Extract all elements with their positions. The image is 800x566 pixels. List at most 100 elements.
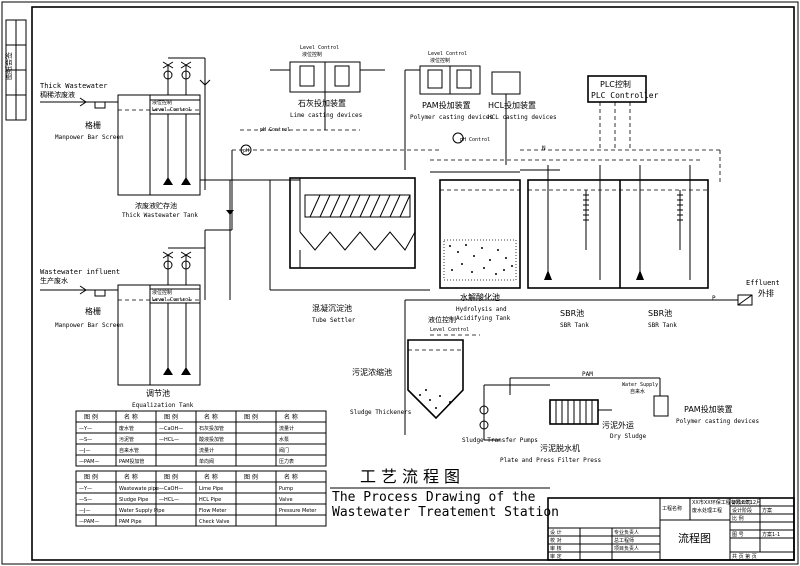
legend-cell: 废水管 — [119, 425, 134, 432]
screen-1: 格栅 Manpower Bar Screen — [55, 120, 124, 141]
screen2-cn: 格栅 — [85, 306, 101, 316]
filter-press: 污泥脱水机 Plate and Press Filter Press — [500, 399, 612, 464]
side-label: 图纸会签 — [4, 52, 13, 80]
legend-header: 名 称 — [204, 473, 218, 481]
eq-tank-cn: 调节池 — [146, 388, 170, 398]
svg-text:校 对: 校 对 — [550, 537, 562, 544]
legend-cell: Flow Meter — [199, 508, 227, 514]
tube-settler: 混凝沉淀池 Tube Settler — [269, 177, 430, 324]
drawing-title: 工艺流程图 The Process Drawing of the Wastewa… — [330, 467, 559, 520]
svg-text:设 计: 设 计 — [550, 529, 562, 536]
legend1-text: 图 例名 称图 例名 称图 例名 称—Y—废水管—CaOH—石灰投加管流量计—S… — [79, 413, 298, 465]
pam1-level: Level Control — [428, 51, 467, 57]
legend-cell: 自来水管 — [119, 447, 139, 454]
legend-cell: Pump — [279, 486, 293, 492]
legend-cell: 单向阀 — [199, 458, 214, 465]
svg-text:pH: pH — [243, 148, 249, 154]
legend-cell: PAM投加管 — [119, 458, 144, 465]
legend-cell: —Y— — [79, 426, 92, 432]
pam1-cn: PAM投加装置 — [422, 100, 471, 110]
hcl-cn: HCL投加装置 — [488, 100, 536, 110]
svg-text:液位控制: 液位控制 — [152, 99, 172, 106]
inner-frame — [31, 6, 795, 561]
legend-cell: 流量计 — [199, 447, 214, 454]
lime-dosing: Level Control 液位控制 石灰投加装置 Lime casting d… — [270, 45, 385, 130]
ph-control-1: pH Control — [260, 127, 290, 133]
legend-header: 图 例 — [84, 413, 98, 421]
legend-cell: —S— — [79, 437, 92, 443]
sludge-out-en: Dry Sludge — [610, 433, 647, 440]
n-marker: N — [542, 145, 546, 152]
legend-cell: Pressure Meter — [279, 508, 317, 514]
pam-dosing-1: Level Control 液位控制 PAM投加装置 Polymer casti… — [404, 51, 493, 170]
company2: 废水处理工程 — [692, 507, 722, 514]
legend-cell: 压力表 — [279, 458, 294, 465]
number-value: 方案1-1 — [762, 531, 780, 538]
design-value: 方案 — [762, 507, 772, 514]
svg-text:总工程师: 总工程师 — [614, 537, 634, 544]
legend-header: 名 称 — [204, 413, 218, 421]
svg-text:液位控制: 液位控制 — [302, 51, 322, 58]
legend-header: 图 例 — [84, 473, 98, 481]
legend-cell: 水泵 — [279, 436, 289, 443]
legend-header: 图 例 — [244, 473, 258, 481]
hydro-en2: Acidifying Tank — [456, 315, 511, 322]
svg-text:液位控制: 液位控制 — [152, 289, 172, 296]
legend-header: 图 例 — [164, 413, 178, 421]
sludge-thickener: 液位控制 Level Control 污泥浓缩池 Sludge Thickene… — [350, 315, 480, 420]
legend-cell: —J— — [79, 448, 90, 454]
water-supply-en: Water Supply — [622, 382, 658, 388]
hydro-en1: Hydrolysis and — [456, 306, 507, 313]
pam-dosing-2: Water Supply 自来水 PAM投加装置 Polymer casting… — [622, 378, 759, 425]
svg-text:审 定: 审 定 — [550, 553, 562, 560]
title-block: 工程名称 XX市XX环保工程有限公司 废水处理工程 流程图 2018年12月 设… — [547, 497, 795, 561]
title-cn: 工艺流程图 — [360, 467, 465, 486]
lime-en: Lime casting devices — [290, 112, 363, 119]
dry-sludge: 污泥外运 Dry Sludge — [602, 420, 647, 440]
screen-2: 格栅 Manpower Bar Screen — [55, 306, 124, 329]
sludge-transfer-pumps: Sludge Transfer Pumps — [462, 384, 550, 444]
thick-level-en: Level Control — [430, 327, 469, 333]
legend-table-cn — [75, 410, 327, 467]
screen2-en: Manpower Bar Screen — [55, 322, 124, 329]
screen1-cn: 格栅 — [85, 120, 101, 130]
project-label: 工程名称 — [662, 505, 682, 512]
legend-cell: 污泥管 — [119, 436, 134, 443]
thick-tank-en: Thick Wastewater Tank — [122, 212, 198, 219]
date-label: 2018年12月 — [732, 499, 761, 506]
screen1-en: Manpower Bar Screen — [55, 134, 124, 141]
legend-cell: 石灰投加管 — [199, 425, 224, 432]
thick-level-cn: 液位控制 — [428, 315, 456, 324]
legend-header: 名 称 — [284, 473, 298, 481]
legend-cell: HCL Pipe — [199, 497, 221, 503]
company1: XX市XX环保工程有限公司 — [692, 499, 751, 506]
legend-cell: Lime Pipe — [199, 486, 223, 492]
legend2-text: 图 例名 称图 例名 称图 例名 称—Y—Wastewate pipe—CaOH… — [79, 473, 317, 525]
thick-ww-en: Thick Wastewater — [40, 82, 107, 90]
legend-cell: Check Valve — [199, 519, 230, 525]
legend-cell: —Y— — [79, 486, 92, 492]
eq-tank-pump-valves — [162, 229, 232, 300]
legend-cell: —CaOH— — [159, 486, 183, 492]
level-control-1: Level Control — [152, 107, 191, 113]
svg-text:审 核: 审 核 — [550, 545, 562, 552]
ph-control-2: pH Control — [460, 137, 490, 143]
side-strip: 图纸会签 — [4, 19, 27, 121]
legend-cell: —PAM— — [79, 459, 99, 465]
pam2-cn: PAM投加装置 — [684, 404, 733, 414]
legend-cell: 酸液投加管 — [199, 436, 224, 443]
pam2-en: Polymer casting devices — [676, 418, 759, 425]
legend-cell: Water Supply Pipe — [119, 508, 165, 514]
svg-text:项目负责人: 项目负责人 — [614, 545, 639, 552]
effluent-en: Effluent — [746, 279, 780, 287]
legend-header: 名 称 — [124, 473, 138, 481]
legend-cell: —J— — [79, 508, 90, 514]
svg-text:液位控制: 液位控制 — [430, 57, 450, 64]
eq-tank-en: Equalization Tank — [132, 402, 194, 409]
legend-cell: —HCL— — [159, 497, 179, 503]
thick-wastewater-tank: 液位控制 Level Control 浓废液贮存池 Thick Wastewat… — [117, 94, 201, 219]
title-en2: Wastewater Treatement Station — [332, 505, 559, 520]
legend-cell: 阀门 — [279, 447, 289, 454]
title-en1: The Process Drawing of the — [332, 490, 536, 505]
